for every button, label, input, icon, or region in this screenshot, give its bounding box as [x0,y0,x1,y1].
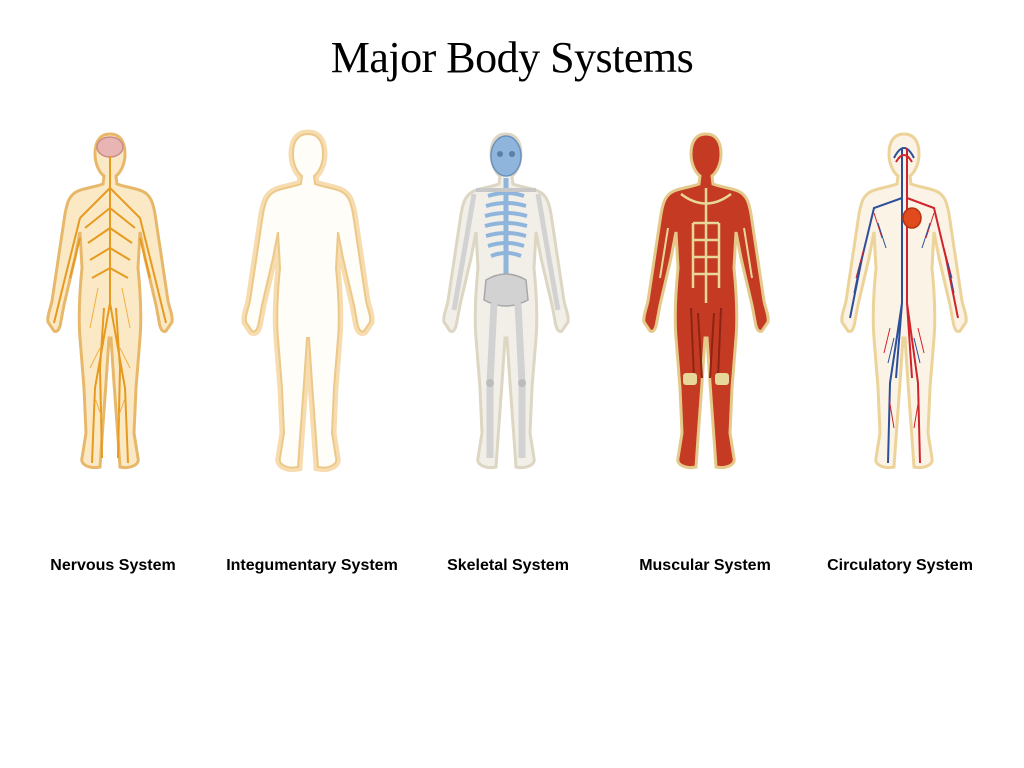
skeletal-system-figure [436,128,576,473]
caption-skeletal-system: Skeletal System [447,557,569,574]
caption-nervous-system: Nervous System [50,557,176,574]
slide-title: Major Body Systems [330,33,694,82]
nervous-system-figure [40,128,180,473]
integumentary-system-figure [238,128,378,473]
caption-integumentary-system: Integumentary System [226,557,398,574]
muscular-system-figure [636,128,776,473]
caption-muscular-system: Muscular System [639,557,771,574]
circulatory-system-illustration [840,132,968,469]
circulatory-system-figure [834,128,974,473]
integumentary-system-illustration [241,129,375,472]
skeletal-system-illustration [442,132,570,469]
muscular-system-illustration [642,132,770,469]
nervous-system-illustration [46,132,174,469]
caption-circulatory-system: Circulatory System [827,557,973,574]
